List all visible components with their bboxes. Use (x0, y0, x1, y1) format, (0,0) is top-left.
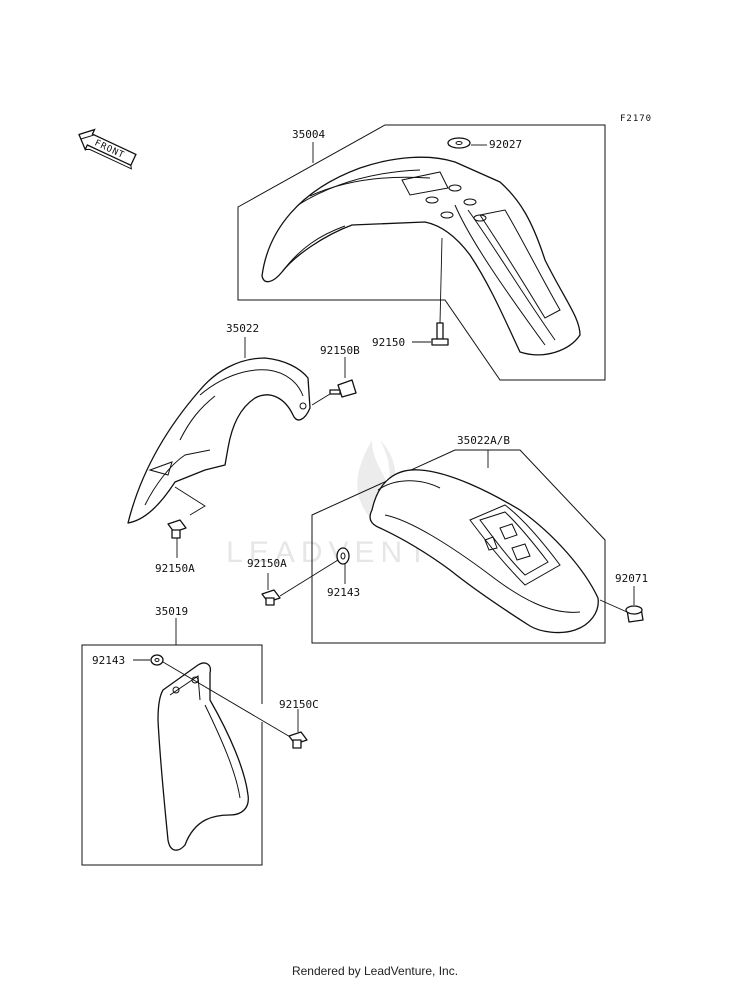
part-label-35022: 35022 (226, 322, 259, 335)
grommet-92071[interactable] (625, 605, 644, 623)
leader-92150-up (439, 237, 443, 324)
leader-92143-left-part (162, 661, 293, 739)
washer-92143-mid[interactable] (336, 547, 350, 565)
part-label-92150A-left: 92150A (155, 562, 195, 575)
rear-inner-fender-group: 35022 92150B 92150A (127, 322, 360, 575)
footer-credit: Rendered by LeadVenture, Inc. (292, 964, 458, 978)
part-label-92143-left: 92143 (92, 654, 125, 667)
part-label-35019: 35019 (155, 605, 188, 618)
rear-fender-part[interactable] (369, 469, 599, 634)
part-label-92071: 92071 (615, 572, 648, 585)
front-fender-group: 35004 92027 92150 (237, 124, 606, 381)
leader-92071-part (599, 599, 628, 613)
bolt-92150C[interactable] (288, 731, 308, 749)
front-fender-frame (237, 124, 606, 381)
clip-92150B[interactable] (329, 379, 357, 398)
fork-guard-group: 35019 92143 92150C (81, 605, 319, 866)
bolt-92150A-left[interactable] (167, 519, 187, 539)
part-label-92150A-mid: 92150A (247, 557, 287, 570)
washer-92027[interactable] (447, 137, 471, 149)
washer-92143-left[interactable] (150, 654, 164, 666)
front-fender-part[interactable] (261, 156, 581, 356)
part-label-92143-mid: 92143 (327, 586, 360, 599)
part-label-92027: 92027 (489, 138, 522, 151)
part-label-92150B: 92150B (320, 344, 360, 357)
diagram-code: F2170 (620, 114, 652, 124)
bolt-92150A-mid[interactable] (261, 589, 281, 606)
leader-92150B-part (311, 393, 331, 406)
fork-guard-frame (81, 644, 263, 866)
fork-guard-part[interactable] (157, 662, 249, 851)
rear-fender-frame (311, 449, 606, 644)
part-label-35022AB: 35022A/B (457, 434, 510, 447)
part-label-92150: 92150 (372, 336, 405, 349)
rear-inner-fender-part[interactable] (127, 357, 311, 524)
rear-fender-group: 35022A/B 92143 92150A 920 (247, 434, 648, 644)
leader-92150A-mid (279, 559, 339, 597)
front-arrow-icon: FRONT (78, 128, 137, 170)
part-label-35004: 35004 (292, 128, 325, 141)
part-label-92150C: 92150C (279, 698, 319, 711)
bolt-92150[interactable] (431, 322, 449, 346)
